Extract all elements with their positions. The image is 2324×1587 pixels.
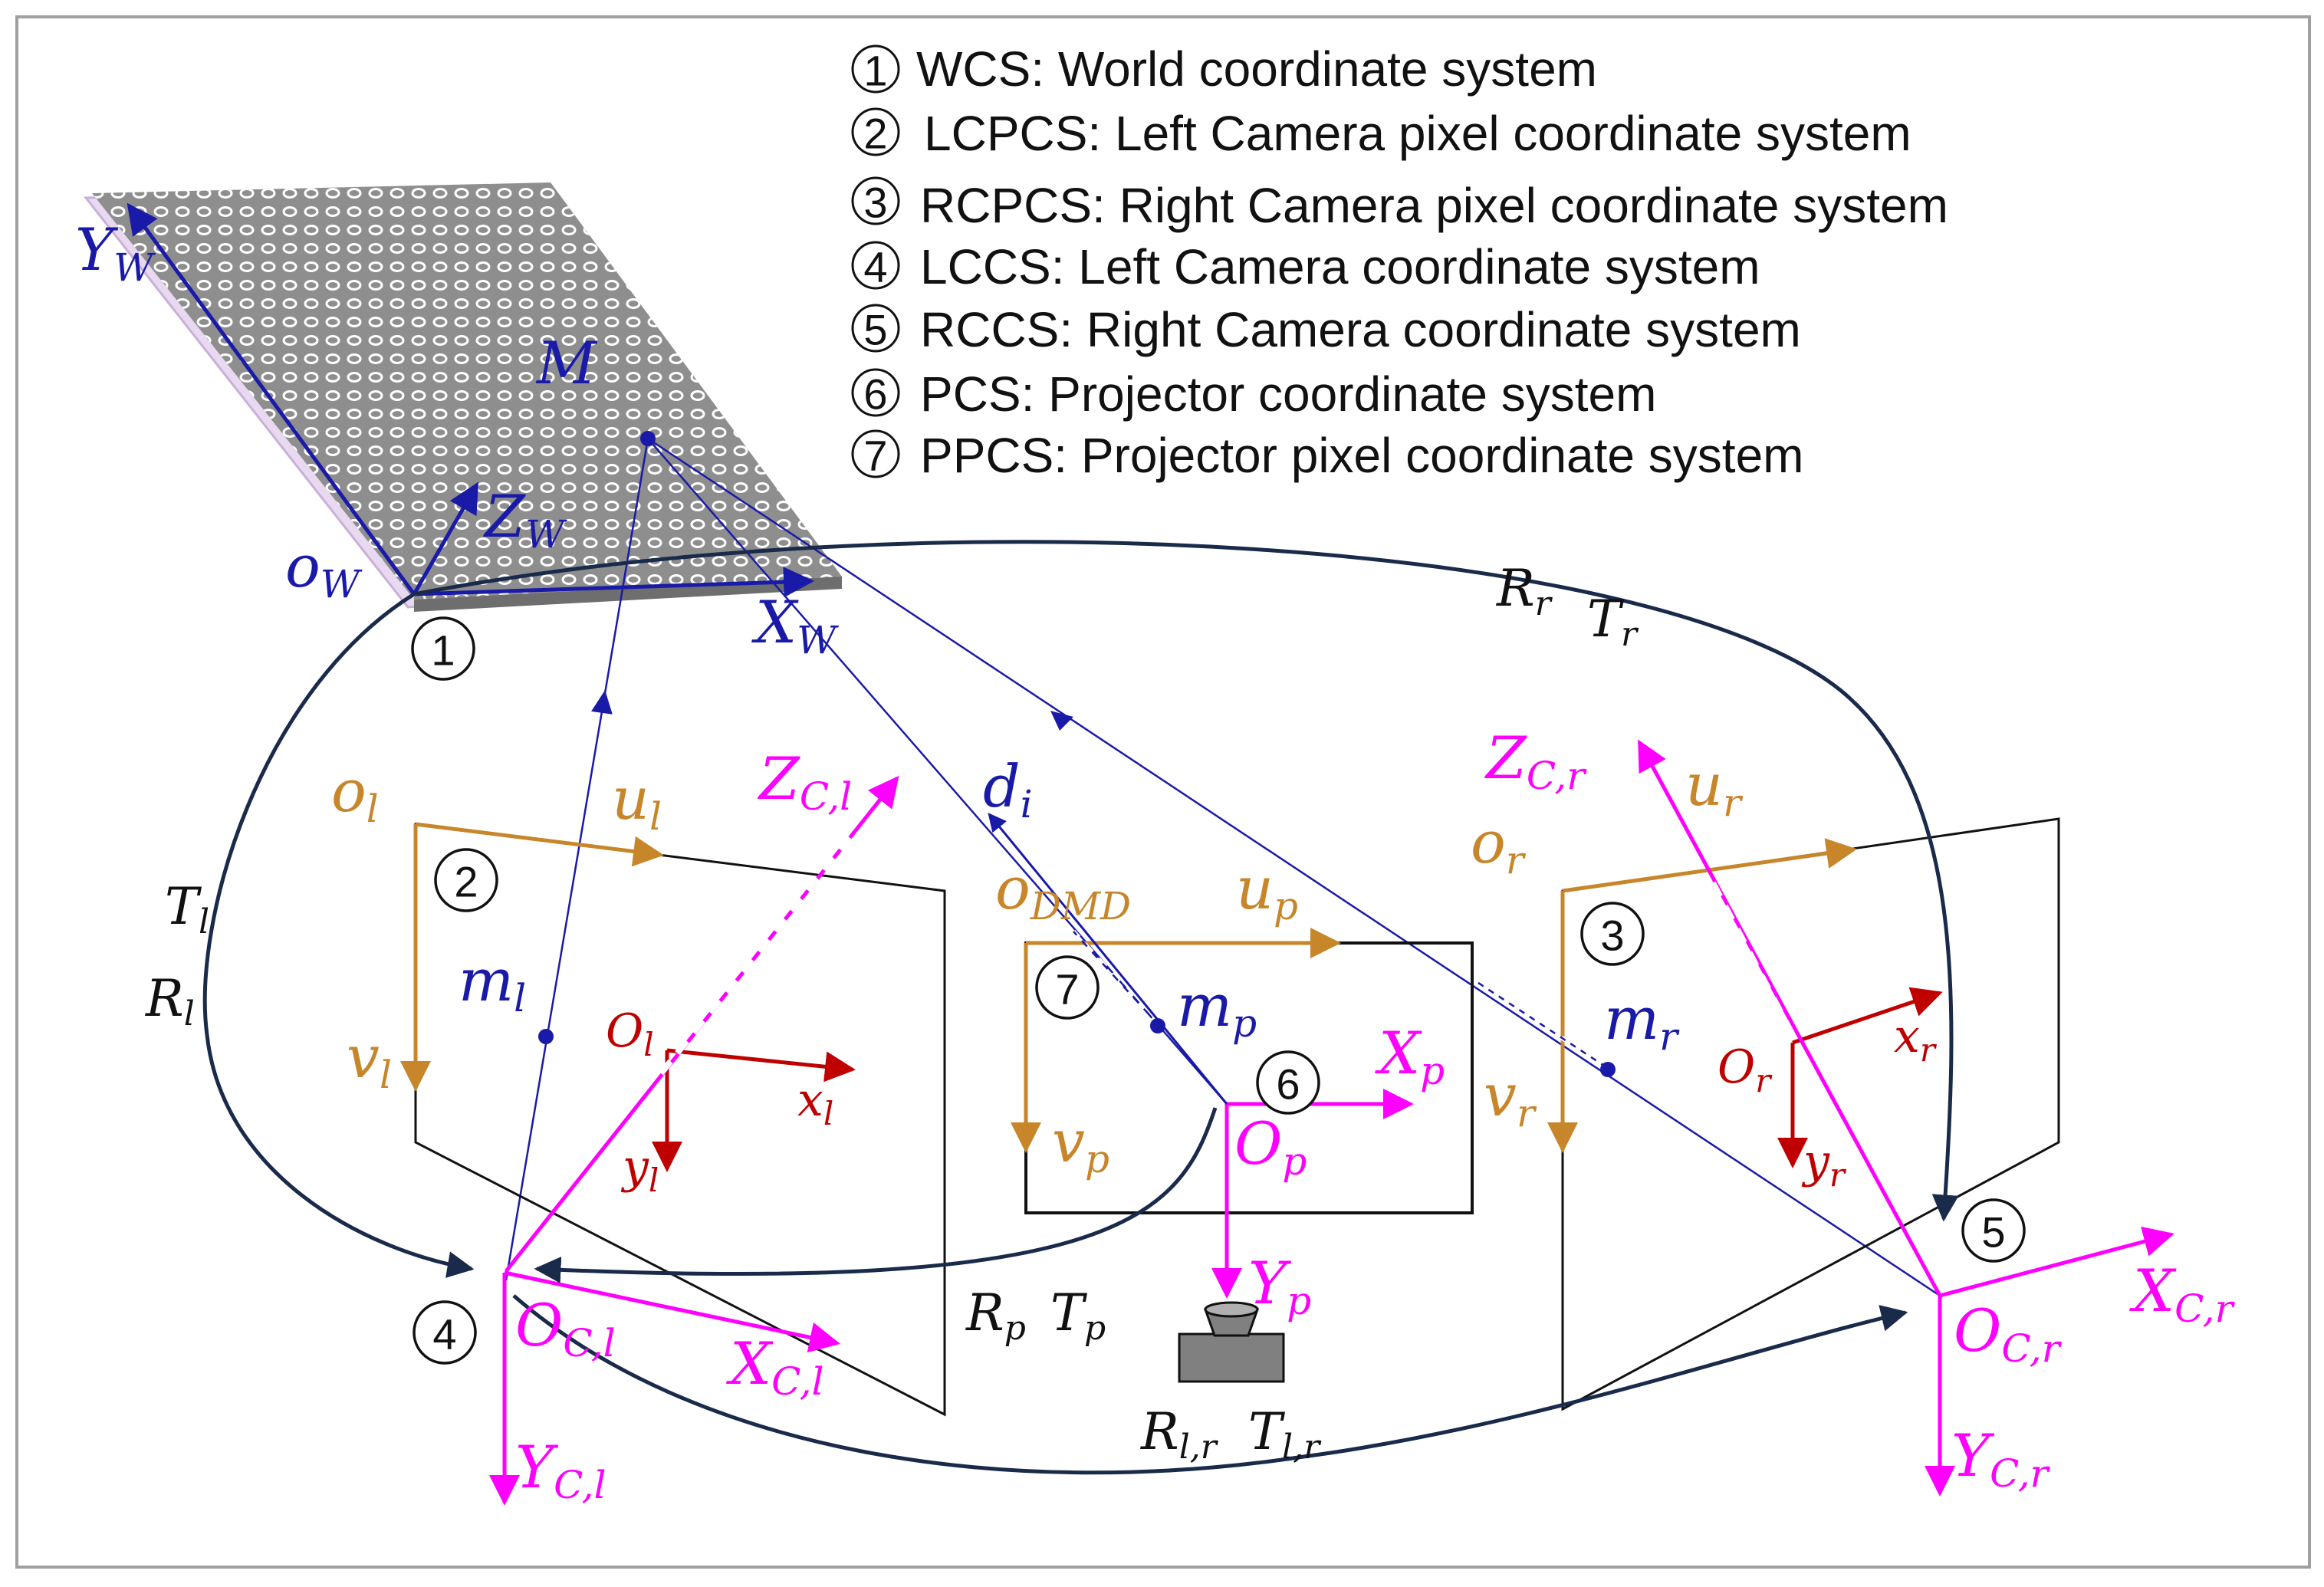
svg-text:1: 1	[863, 47, 887, 95]
legend-item-7: 7 PPCS: Projector pixel coordinate system	[851, 428, 1803, 483]
label-XCl: XC,l	[726, 1329, 823, 1404]
point-ml	[538, 1029, 554, 1044]
marker-1	[411, 616, 475, 681]
calibration-board	[83, 182, 842, 612]
marker-2-label: 2	[454, 858, 478, 906]
label-Rr: Rr	[1496, 559, 1553, 623]
label-xl: xl	[797, 1073, 833, 1132]
label-Tlr: Tl,r	[1248, 1402, 1322, 1467]
label-ZCl: ZC,l	[758, 744, 852, 819]
marker-2	[434, 848, 498, 912]
label-yr: yr	[1801, 1135, 1847, 1194]
projector-icon	[1178, 1301, 1285, 1383]
label-XCr: XC,r	[2129, 1257, 2235, 1331]
label-di: di	[983, 752, 1033, 826]
svg-text:LCPCS: Left Camera pixel coord: LCPCS: Left Camera pixel coordinate syst…	[924, 106, 1911, 161]
svg-text:LCCS: Left Camera coordinate s: LCCS: Left Camera coordinate system	[920, 239, 1760, 294]
marker-1-label: 1	[431, 626, 455, 675]
svg-text:2: 2	[863, 110, 887, 158]
marker-7-label: 7	[1055, 965, 1079, 1014]
marker-6	[1256, 1050, 1320, 1115]
label-Xw: XW	[751, 588, 839, 662]
label-OCl: OC,l	[515, 1291, 616, 1365]
legend-item-1: 1 WCS: World coordinate system	[851, 41, 1597, 97]
label-Tp: Tp	[1050, 1283, 1106, 1348]
label-xr: xr	[1894, 1010, 1938, 1069]
legend-item-5: 5 RCCS: Right Camera coordinate system	[851, 302, 1801, 357]
label-mp: mp	[1177, 971, 1257, 1046]
label-or: or	[1471, 808, 1527, 882]
marker-4	[413, 1300, 477, 1365]
marker-6-label: 6	[1276, 1060, 1300, 1109]
label-Yw: YW	[75, 215, 156, 290]
legend-item-3: 3 RCPCS: Right Camera pixel coordinate sy…	[851, 176, 1948, 233]
label-Xp: Xp	[1375, 1019, 1445, 1093]
label-ul: ul	[612, 764, 662, 839]
label-Or: Or	[1718, 1040, 1773, 1099]
label-OCr: OC,r	[1954, 1296, 2063, 1371]
label-YCr: YC,r	[1951, 1421, 2051, 1496]
point-mp	[1150, 1018, 1165, 1033]
label-Yp: Yp	[1248, 1249, 1311, 1323]
label-Rp: Rp	[965, 1283, 1026, 1348]
label-Ol: Ol	[606, 1004, 654, 1063]
label-Tr: Tr	[1587, 590, 1639, 654]
label-ow: oW	[285, 532, 363, 606]
marker-5-label: 5	[1981, 1208, 2005, 1257]
marker-3	[1580, 902, 1645, 966]
label-oDMD: oDMD	[995, 854, 1131, 928]
label-ml: ml	[459, 946, 526, 1020]
legend-item-6: 6 PCS: Projector coordinate system	[851, 366, 1656, 422]
marker-3-label: 3	[1600, 912, 1624, 960]
svg-text:7: 7	[863, 432, 887, 480]
label-vp: vp	[1052, 1107, 1109, 1181]
svg-text:5: 5	[863, 306, 887, 354]
legend-item-2: 2 LCPCS: Left Camera pixel coordinate sys…	[851, 106, 1911, 161]
label-Rl: Rl	[145, 969, 195, 1033]
svg-text:6: 6	[863, 370, 887, 419]
label-up: up	[1236, 854, 1298, 928]
svg-text:RCPCS: Right Camera pixel coor: RCPCS: Right Camera pixel coordinate sys…	[920, 178, 1948, 233]
number-markers	[411, 616, 2026, 1365]
label-vl: vl	[347, 1023, 392, 1097]
label-vr: vr	[1484, 1061, 1537, 1135]
marker-7	[1035, 955, 1100, 1020]
label-Zw: ZW	[483, 482, 567, 557]
point-mr	[1600, 1062, 1616, 1077]
label-Op: Op	[1234, 1109, 1307, 1184]
label-YCl: YC,l	[515, 1433, 606, 1507]
right-image-plane	[1474, 739, 2174, 1497]
svg-text:PPCS: Projector pixel coordina: PPCS: Projector pixel coordinate system	[920, 428, 1803, 483]
left-image-plane	[400, 775, 946, 1506]
label-Rlr: Rl,r	[1140, 1402, 1219, 1467]
label-ol: ol	[331, 757, 379, 831]
svg-text:3: 3	[863, 179, 887, 227]
svg-text:PCS: Projector coordinate syst: PCS: Projector coordinate system	[920, 366, 1656, 422]
marker-4-label: 4	[432, 1310, 456, 1359]
projector-plane	[988, 813, 1474, 1299]
label-Tl: Tl	[165, 877, 209, 941]
transform-curves	[202, 540, 1959, 1475]
svg-text:4: 4	[863, 243, 887, 291]
legend: 1 WCS: World coordinate system 2 LCPCS: Le…	[851, 41, 1948, 483]
figure-border	[15, 15, 2311, 1569]
label-ZCr: ZC,r	[1484, 724, 1587, 798]
label-M: M	[535, 329, 598, 397]
marker-5	[1961, 1198, 2026, 1263]
label-mr: mr	[1604, 984, 1680, 1059]
label-yl: yl	[620, 1140, 659, 1199]
legend-item-4: 4 LCCS: Left Camera coordinate system	[851, 239, 1760, 294]
svg-text:RCCS: Right Camera coordinate: RCCS: Right Camera coordinate system	[920, 302, 1801, 357]
svg-text:WCS: World coordinate system: WCS: World coordinate system	[916, 41, 1597, 97]
label-ur: ur	[1685, 751, 1744, 825]
